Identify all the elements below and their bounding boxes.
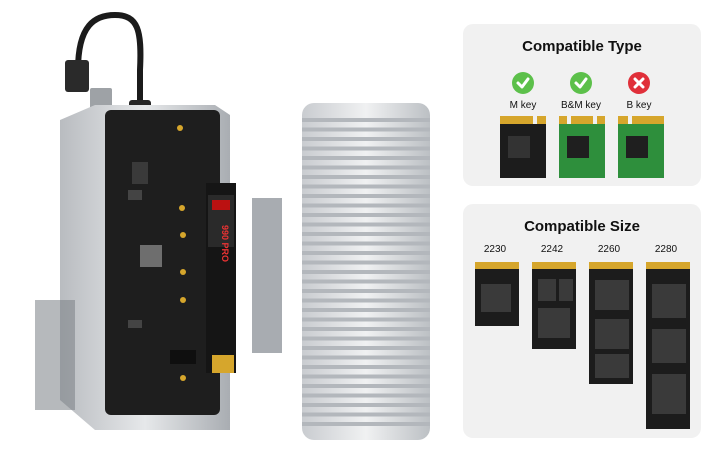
heatsink-fin (302, 156, 430, 160)
heatsink-fin (302, 127, 430, 132)
ssd-b-key (618, 116, 664, 178)
heatsink-fin (302, 289, 430, 293)
heatsink-fin (302, 365, 430, 369)
heatsink-fin (302, 241, 430, 246)
key-label-b: B key (626, 100, 652, 111)
size-label-2260: 2260 (597, 244, 621, 255)
size-label-2242: 2242 (540, 244, 564, 255)
ssd-2260 (589, 262, 633, 384)
heatsink-fin (302, 251, 430, 255)
heatsink-fin (302, 203, 430, 208)
heatsink-fin (302, 279, 430, 284)
ssd-bm-key (559, 116, 605, 178)
heatsink-fin (302, 118, 430, 122)
heatsink-fin (302, 384, 430, 388)
heatsink-fin (302, 270, 430, 274)
size-label-2280: 2280 (654, 244, 678, 255)
heatsink-fin (302, 355, 430, 360)
ssd-2230 (475, 262, 519, 326)
heatsink-fin (302, 165, 430, 170)
heatsink-fin (302, 146, 430, 151)
heatsink-fin (302, 298, 430, 303)
compatible-type-title: Compatible Type (522, 38, 642, 55)
heatsink-fin (302, 403, 430, 407)
heatsink-fin (302, 260, 430, 265)
key-label-bm: B&M key (560, 100, 601, 111)
size-label-2230: 2230 (483, 244, 507, 255)
heatsink-fin (302, 175, 430, 179)
enclosure-body (35, 105, 230, 430)
key-ssd-illustrations (500, 116, 664, 178)
heatsink-fin (302, 194, 430, 198)
heatsink-fin (302, 412, 430, 417)
thermal-pad (252, 198, 282, 353)
compatible-size-title: Compatible Size (524, 218, 640, 235)
heatsink-fin (302, 422, 430, 426)
heatsink-fin (302, 232, 430, 236)
ssd-2242 (532, 262, 576, 349)
heatsink-fin (302, 327, 430, 331)
heatsink-fin (302, 222, 430, 227)
product-photo: 990 PRO (35, 11, 430, 440)
compatible-size-card: Compatible Size 2230 2242 2260 2280 (463, 204, 701, 438)
ssd-2280 (646, 262, 690, 429)
heatsink-fin (302, 213, 430, 217)
heatsink-fin (302, 137, 430, 141)
heatsink-fin (302, 374, 430, 379)
heatsink-fin (302, 393, 430, 398)
heatsink-fin (302, 184, 430, 189)
check-icon (570, 72, 592, 94)
ssd-installed (206, 183, 236, 373)
check-icon (512, 72, 534, 94)
heatsink-fin (302, 317, 430, 322)
ssd-m-key (500, 116, 546, 178)
heatsink-fin (302, 308, 430, 312)
heatsink-lid (302, 103, 430, 440)
key-label-m: M key (509, 100, 537, 111)
cross-icon (628, 72, 650, 94)
compatible-type-card: Compatible Type M key B&M key B key (463, 24, 701, 186)
ssd-brand-label: 990 PRO (220, 225, 230, 262)
heatsink-fin (302, 346, 430, 350)
heatsink-fin (302, 336, 430, 341)
size-ssd-illustrations (475, 262, 690, 429)
